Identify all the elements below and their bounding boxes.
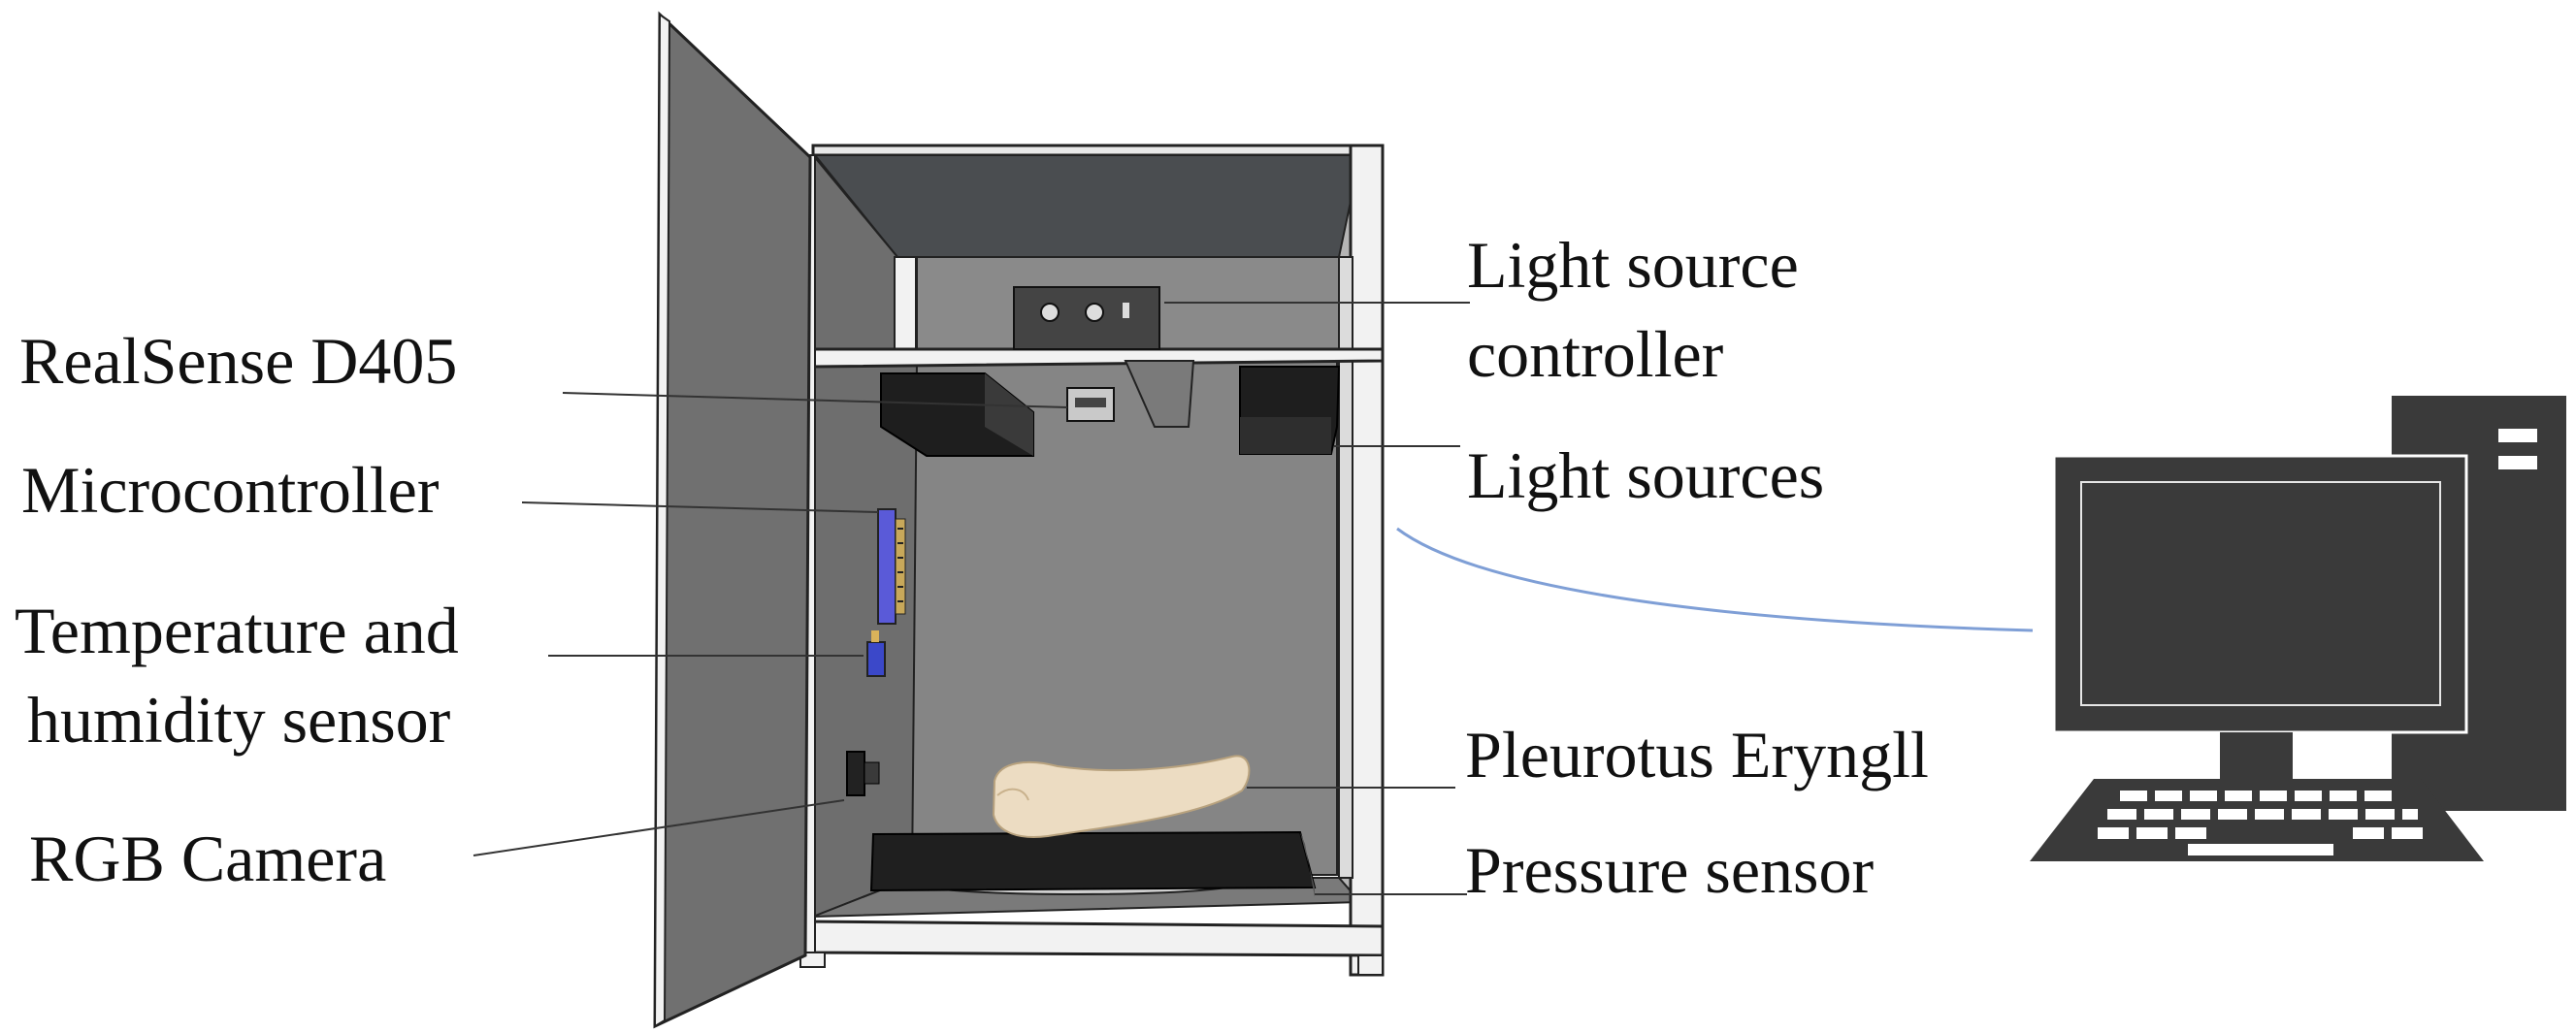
label-light-sources: Light sources [1467,438,1825,512]
leader-microcontroller [521,501,879,513]
label-light-controller-line1: Light source [1467,228,1799,302]
temperature-humidity-sensor [866,630,886,677]
computer-icon [2030,396,2566,861]
leader-lines [473,302,1470,895]
pressure-sensor-plate [869,830,1317,897]
leader-realsense [562,392,1068,408]
light-source-controller [1013,286,1195,428]
microcontroller-board [877,508,906,625]
label-rgb-camera: RGB Camera [29,822,387,895]
connection-cable [1396,527,2034,632]
leader-rgb-camera [473,799,845,856]
label-light-controller-line2: controller [1467,317,1724,391]
label-realsense: RealSense D405 [19,324,458,398]
camera-icon [846,751,880,796]
label-temperature-line2: humidity sensor [27,683,451,757]
light-sources [880,366,1341,457]
mushroom-icon [992,755,1251,838]
label-pleurotus: Pleurotus Eryngll [1465,718,1929,791]
label-temperature-line1: Temperature and [15,594,459,667]
label-pressure-sensor: Pressure sensor [1465,833,1875,907]
realsense-camera [1066,387,1115,422]
label-microcontroller: Microcontroller [21,453,440,527]
